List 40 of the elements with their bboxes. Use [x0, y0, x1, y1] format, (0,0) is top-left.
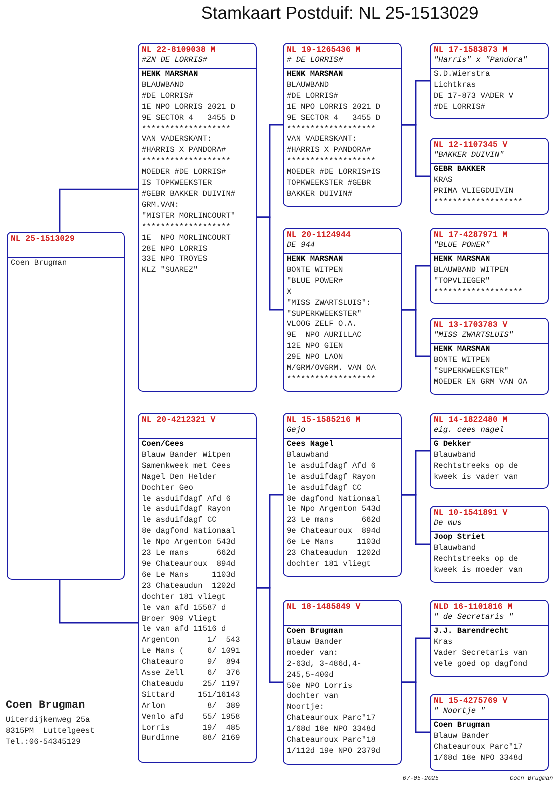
pedigree-card: [430, 600, 549, 677]
ring-number: NL 12-1107345 V: [434, 140, 508, 151]
ring-number: NL 22-8109038 M: [142, 45, 216, 56]
connector-line: [402, 494, 430, 546]
ring-number: NL 25-1513029: [11, 234, 75, 245]
breeder-name: Coen Brugman: [6, 700, 86, 712]
ring-number: NL 18-1485849 V: [287, 602, 361, 613]
connector-line: [59, 580, 138, 624]
pedigree-card: [283, 43, 402, 207]
ring-number: NL 14-1822480 M: [434, 415, 508, 426]
connector-line: [257, 587, 283, 684]
pedigree-card: [283, 600, 402, 765]
pedigree-card: [138, 43, 257, 392]
pedigree-card: [283, 228, 402, 392]
connector-line: [59, 188, 138, 232]
pedigree-card: [430, 138, 549, 215]
ring-number: NL 20-1124944: [287, 230, 351, 241]
ring-number: NL 13-1703783 V: [434, 320, 508, 331]
ring-number: NL 17-1583873 M: [434, 45, 508, 56]
ring-number: NL 20-4212321 V: [142, 415, 216, 426]
pedigree-card: [430, 694, 549, 771]
ring-number: NL 15-4275769 V: [434, 696, 508, 707]
pedigree-card: [430, 318, 549, 395]
ring-number: NL 19-1265436 M: [287, 45, 361, 56]
connector-line: [402, 682, 430, 734]
pedigree-card: [430, 43, 549, 119]
connector-line: [402, 124, 430, 178]
ring-number: NL 17-4287971 M: [434, 230, 508, 241]
ring-number: NL 10-1541891 V: [434, 508, 508, 519]
pedigree-card: [430, 228, 549, 304]
pedigree-card: [7, 232, 125, 580]
chart-title: Stamkaart Postduif: NL 25-1513029: [200, 3, 480, 24]
pedigree-card: [430, 506, 549, 583]
pedigree-card: [138, 413, 257, 763]
connector-line: [402, 309, 430, 358]
pedigree-card: [283, 413, 402, 577]
ring-number: NLD 16-1101816 M: [434, 602, 513, 613]
pedigree-card: [430, 413, 549, 489]
connector-line: [257, 216, 283, 311]
ring-number: NL 15-1585216 M: [287, 415, 361, 426]
